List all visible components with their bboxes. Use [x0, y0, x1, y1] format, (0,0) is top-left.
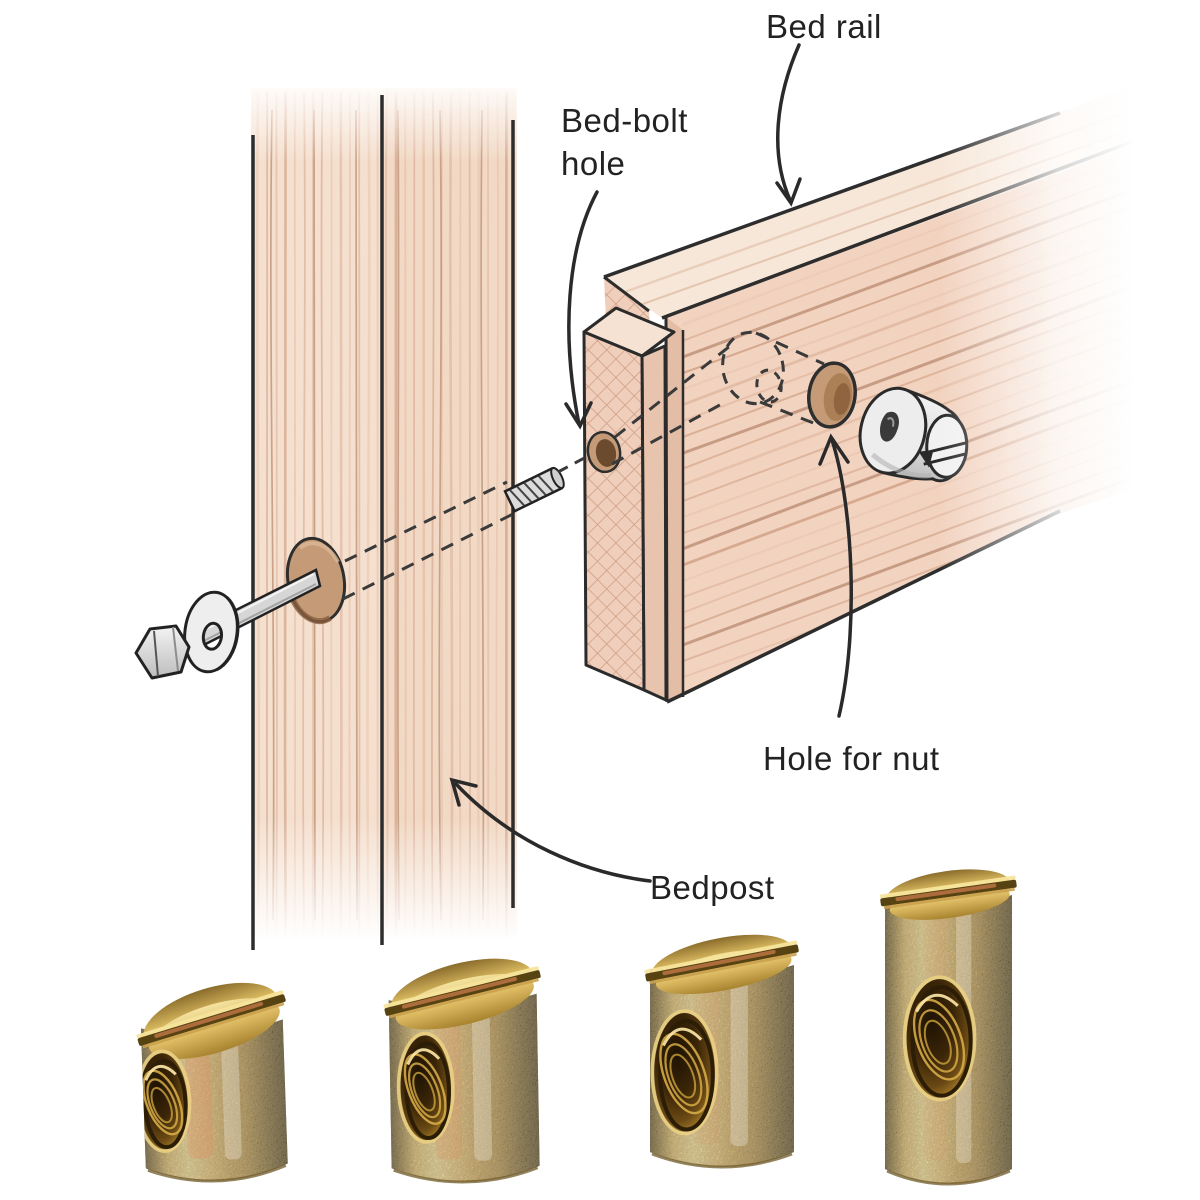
bedpost-drawing	[238, 78, 534, 962]
bed-rail-label: Bed rail	[766, 8, 882, 45]
barrel-nut-photo-4	[879, 869, 1017, 1186]
nut-thread-hole-sketch	[880, 411, 899, 442]
bed-bolt-hole-drawing	[586, 430, 622, 474]
bed-bolt-hole-label: Bed-bolt hole	[561, 102, 688, 182]
bolt-threaded-tip	[503, 466, 565, 513]
slot-arrow-mark	[918, 450, 934, 468]
hole-for-nut-arrow	[818, 433, 853, 718]
rail-tenon	[582, 306, 676, 702]
callout-arrows	[449, 43, 853, 883]
bed-bolt-drawing	[134, 466, 565, 680]
bedpost-label: Bedpost	[650, 869, 775, 906]
bedpost-arrow	[449, 777, 652, 883]
bed-rail-arrow	[775, 43, 802, 207]
barrel-nut-photo-3	[644, 934, 799, 1169]
hole-for-nut-drawing	[807, 361, 857, 429]
barrel-nut-photo-1	[136, 982, 288, 1183]
bed-rail-drawing	[557, 56, 1200, 768]
bed-bolt-hole-arrow	[564, 190, 599, 430]
barrel-nut-photo-2	[383, 958, 541, 1184]
washer	[183, 590, 240, 674]
barrel-nut-product-photos	[136, 869, 1017, 1186]
hidden-bolt-channel	[557, 330, 825, 474]
hole-for-nut-label: Hole for nut	[763, 740, 940, 777]
bolt-hex-head	[134, 624, 191, 680]
